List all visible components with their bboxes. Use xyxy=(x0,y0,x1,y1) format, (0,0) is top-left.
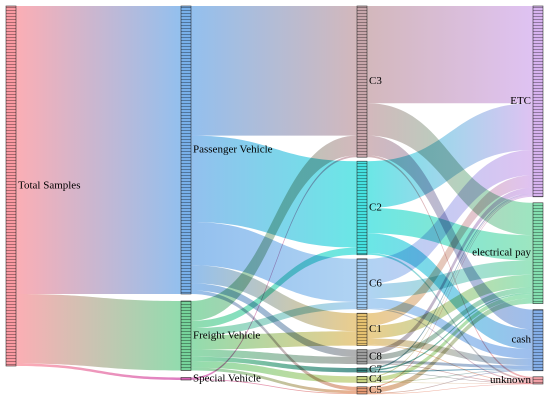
link-c7-to-etc xyxy=(367,193,533,370)
link-c2-to-unk xyxy=(367,253,533,381)
label-cash: cash xyxy=(511,334,531,346)
link-c4-to-ep xyxy=(367,294,533,382)
node-hatch-c2 xyxy=(357,161,367,255)
link-c4-to-cash xyxy=(367,369,533,383)
node-hatch-c4 xyxy=(357,376,367,383)
label-electrical-pay: electrical pay xyxy=(472,247,531,259)
link-c7-to-unk xyxy=(367,371,533,384)
link-c1-to-etc xyxy=(367,175,533,326)
node-c2 xyxy=(356,160,368,256)
link-c5-to-ep xyxy=(367,298,533,393)
link-fv-to-c8 xyxy=(191,349,357,364)
node-passenger-vehicle xyxy=(180,5,192,295)
link-c5-to-unk xyxy=(367,383,533,395)
link-sv-to-c5 xyxy=(191,379,357,394)
link-fv-to-c3 xyxy=(191,135,357,321)
node-hatch-c5 xyxy=(357,386,367,394)
link-c6-to-cash xyxy=(367,298,533,359)
label-passenger-vehicle: Passenger Vehicle xyxy=(193,144,273,156)
link-fv-to-c5 xyxy=(191,367,357,394)
label-c1: C1 xyxy=(369,323,382,335)
link-c3-to-unk xyxy=(367,155,533,379)
node-c7 xyxy=(356,367,368,373)
link-c4-to-etc xyxy=(367,194,533,378)
link-c8-to-unk xyxy=(367,363,533,383)
link-sv-to-c3 xyxy=(191,155,357,380)
nodes-layer xyxy=(5,5,544,395)
node-special-vehicle xyxy=(180,377,192,381)
link-c1-to-cash xyxy=(367,338,533,366)
label-c8: C8 xyxy=(369,350,382,362)
node-c8 xyxy=(356,349,368,365)
label-c7: C7 xyxy=(369,364,382,376)
label-special-vehicle: Special Vehicle xyxy=(193,372,261,384)
node-hatch-unknown xyxy=(533,376,543,384)
node-c6 xyxy=(356,258,368,310)
links-layer xyxy=(16,6,533,395)
node-hatch-c3 xyxy=(357,6,367,158)
node-hatch-c7 xyxy=(357,368,367,373)
link-c3-to-etc xyxy=(367,6,533,104)
node-hatch-electrical-pay xyxy=(533,202,543,304)
link-pv-to-c3 xyxy=(191,6,357,136)
link-c1-to-ep xyxy=(367,274,533,339)
link-fv-to-c2 xyxy=(191,247,357,328)
node-c3 xyxy=(356,5,368,158)
link-fv-to-c6 xyxy=(191,302,357,336)
link-c5-to-cash xyxy=(367,370,533,394)
link-c6-to-ep xyxy=(367,260,533,299)
node-hatch-passenger-vehicle xyxy=(181,6,191,294)
node-etc xyxy=(532,5,544,198)
link-total-to-fv xyxy=(16,294,181,371)
node-c1 xyxy=(356,312,368,346)
link-total-to-sv xyxy=(16,363,181,380)
node-hatch-etc xyxy=(533,6,543,197)
link-total-to-pv xyxy=(16,6,181,294)
link-pv-to-c1 xyxy=(191,265,357,332)
node-c4 xyxy=(356,376,368,384)
label-c2: C2 xyxy=(369,202,382,214)
node-hatch-cash xyxy=(533,309,543,371)
node-total-samples xyxy=(5,5,17,367)
node-hatch-c1 xyxy=(357,313,367,346)
link-c6-to-etc xyxy=(367,150,533,284)
label-c3: C3 xyxy=(369,75,382,87)
node-hatch-freight-vehicle xyxy=(181,301,191,371)
link-c8-to-ep xyxy=(367,287,533,361)
link-c2-to-ep xyxy=(367,208,533,261)
node-bar-special-vehicle xyxy=(180,377,192,381)
link-c5-to-etc xyxy=(367,195,533,388)
label-c6: C6 xyxy=(369,278,382,290)
label-total-samples: Total Samples xyxy=(18,180,80,192)
link-fv-to-c1 xyxy=(191,331,357,350)
link-c8-to-etc xyxy=(367,187,533,355)
node-freight-vehicle xyxy=(180,300,192,371)
node-cash xyxy=(532,309,544,372)
node-electrical-pay xyxy=(532,202,544,304)
label-unknown: unknown xyxy=(490,374,531,386)
link-pv-to-c6 xyxy=(191,222,357,302)
link-c2-to-etc xyxy=(367,103,533,208)
node-hatch-total-samples xyxy=(6,6,16,366)
label-c5: C5 xyxy=(369,384,382,396)
node-hatch-c8 xyxy=(357,349,367,364)
label-etc: ETC xyxy=(510,95,531,107)
link-fv-to-c7 xyxy=(191,356,357,373)
label-c4: C4 xyxy=(369,373,382,385)
node-c5 xyxy=(356,386,368,395)
label-freight-vehicle: Freight Vehicle xyxy=(193,329,260,341)
node-unknown xyxy=(532,376,544,385)
node-hatch-c6 xyxy=(357,258,367,310)
link-fv-to-c4 xyxy=(191,361,357,383)
link-c7-to-ep xyxy=(367,292,533,371)
